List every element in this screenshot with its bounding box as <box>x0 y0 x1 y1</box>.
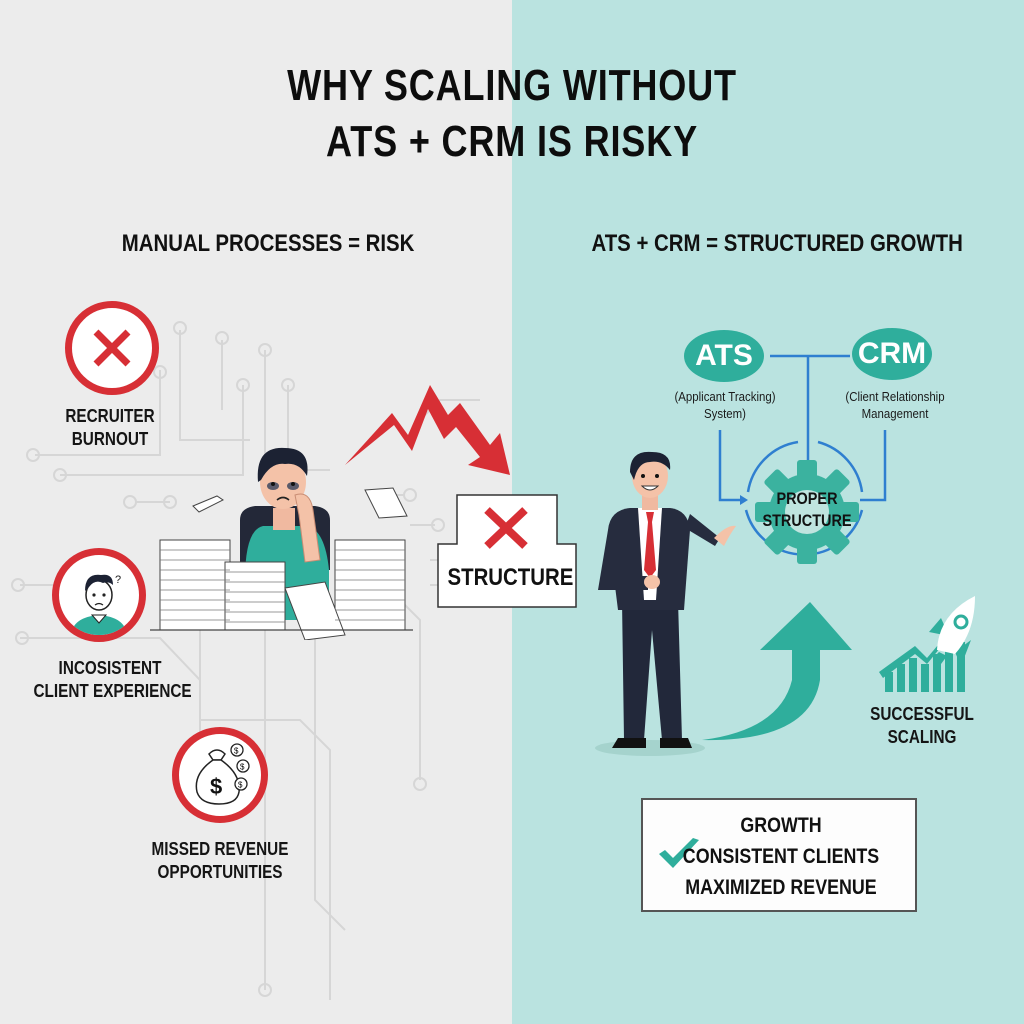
svg-text:?: ? <box>115 574 121 586</box>
svg-text:$: $ <box>210 774 222 799</box>
right-heading: ATS + CRM = STRUCTURED GROWTH <box>591 230 963 257</box>
svg-text:$: $ <box>240 763 245 772</box>
desc-line: System) <box>704 406 746 421</box>
businessman-illustration <box>595 451 736 756</box>
overwhelmed-recruiter-illustration <box>150 447 413 640</box>
risk-line: INCOSISTENT <box>58 658 162 678</box>
risk-line: MISSED REVENUE <box>151 839 289 859</box>
risk-line: BURNOUT <box>71 429 149 449</box>
ats-node: ATS <box>684 330 764 382</box>
desc-line: (Applicant Tracking) <box>674 389 776 404</box>
gear-line: PROPER <box>776 489 838 508</box>
success-line: SUCCESSFUL <box>870 704 974 724</box>
risk-recruiter-burnout: RECRUITER BURNOUT <box>59 405 161 451</box>
risk-line: OPPORTUNITIES <box>157 862 283 882</box>
title-line-1: WHY SCALING WITHOUT <box>287 61 737 110</box>
crm-node: CRM <box>852 328 932 380</box>
gear-label: PROPER STRUCTURE <box>760 488 854 532</box>
risk-inconsistent-client-experience: INCOSISTENT CLIENT EXPERIENCE <box>33 657 192 703</box>
success-line: SCALING <box>887 727 957 747</box>
connector-lines <box>718 354 887 556</box>
rocket-chart-icon <box>879 596 975 692</box>
success-label: SUCCESSFUL SCALING <box>863 703 982 749</box>
result-maximized-revenue: MAXIMIZED REVENUE <box>685 876 877 899</box>
page-title: WHY SCALING WITHOUT ATS + CRM IS RISKY <box>92 58 932 170</box>
checkmark-icon <box>659 838 699 868</box>
money-bag-icon: $ $ $ $ <box>172 727 268 823</box>
ats-description: (Applicant Tracking) System) <box>668 388 782 422</box>
svg-text:$: $ <box>234 747 239 756</box>
crm-description: (Client Relationship Management <box>838 388 952 422</box>
title-line-2: ATS + CRM IS RISKY <box>326 117 698 166</box>
left-heading: MANUAL PROCESSES = RISK <box>121 230 415 257</box>
risk-line: CLIENT EXPERIENCE <box>33 681 192 701</box>
growth-arrow-icon <box>702 602 852 741</box>
confused-person-icon: ? <box>52 548 146 642</box>
svg-text:$: $ <box>238 781 243 790</box>
x-mark-icon <box>65 301 159 395</box>
gear-icon <box>755 460 859 564</box>
risk-missed-revenue: MISSED REVENUE OPPORTUNITIES <box>144 838 297 884</box>
no-structure-sign: STRUCTURE <box>437 494 577 608</box>
desc-line: Management <box>861 406 929 421</box>
no-structure-label: STRUCTURE <box>447 564 574 591</box>
results-box: GROWTH CONSISTENT CLIENTS MAXIMIZED REVE… <box>641 798 917 912</box>
result-growth: GROWTH <box>740 814 822 837</box>
result-consistent-clients: CONSISTENT CLIENTS <box>682 845 880 868</box>
decline-arrow-icon <box>345 385 510 475</box>
risk-line: RECRUITER <box>65 406 155 426</box>
desc-line: (Client Relationship <box>845 389 945 404</box>
gear-line: STRUCTURE <box>762 511 852 530</box>
